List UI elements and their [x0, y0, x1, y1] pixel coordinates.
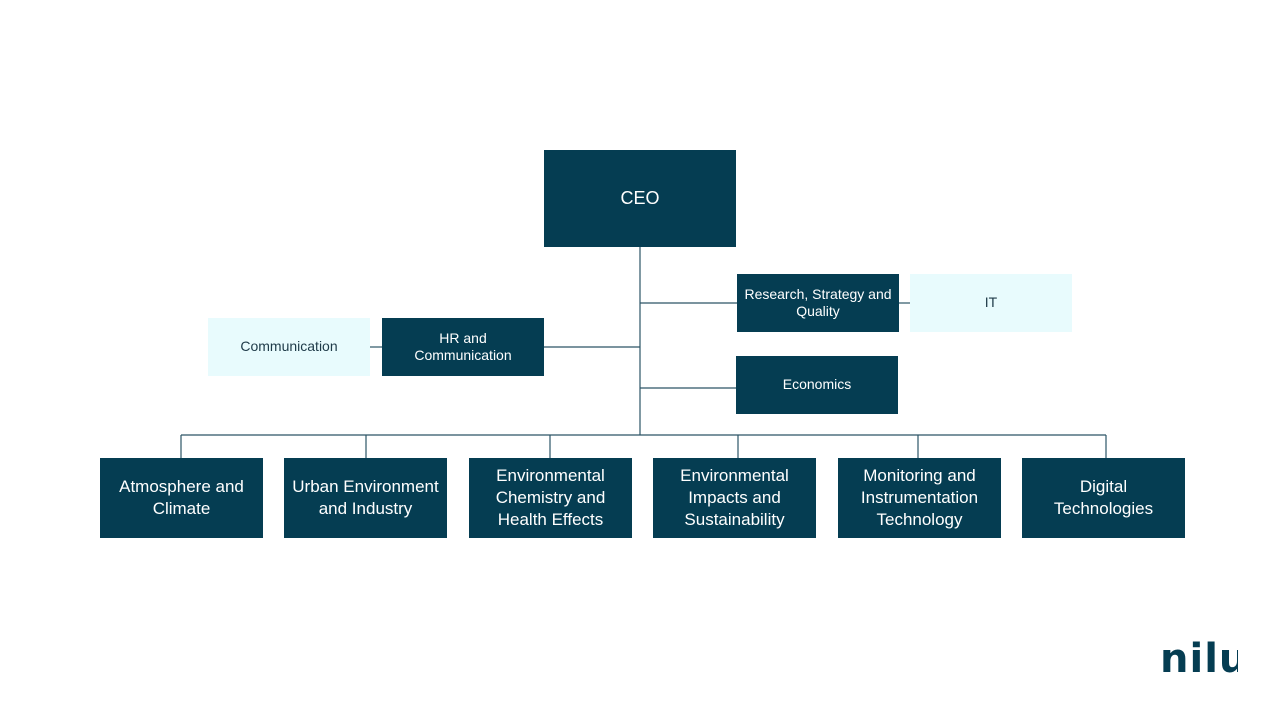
svg-text:nilu: nilu [1160, 636, 1238, 680]
research-strategy-quality-box: Research, Strategy and Quality [737, 274, 899, 332]
department-box-environmental-chemistry-health: Environmental Chemistry and Health Effec… [469, 458, 632, 538]
department-box-monitoring-instrumentation: Monitoring and Instrumentation Technolog… [838, 458, 1001, 538]
hr-communication-box: HR and Communication [382, 318, 544, 376]
ceo-box: CEO [544, 150, 736, 247]
department-box-digital-technologies: Digital Technologies [1022, 458, 1185, 538]
nilu-logo: nilu [1160, 636, 1238, 680]
communication-box: Communication [208, 318, 370, 376]
department-box-atmosphere-climate: Atmosphere and Climate [100, 458, 263, 538]
department-box-urban-environment-industry: Urban Environment and Industry [284, 458, 447, 538]
it-box: IT [910, 274, 1072, 332]
economics-box: Economics [736, 356, 898, 414]
department-box-environmental-impacts-sustainability: Environmental Impacts and Sustainability [653, 458, 816, 538]
